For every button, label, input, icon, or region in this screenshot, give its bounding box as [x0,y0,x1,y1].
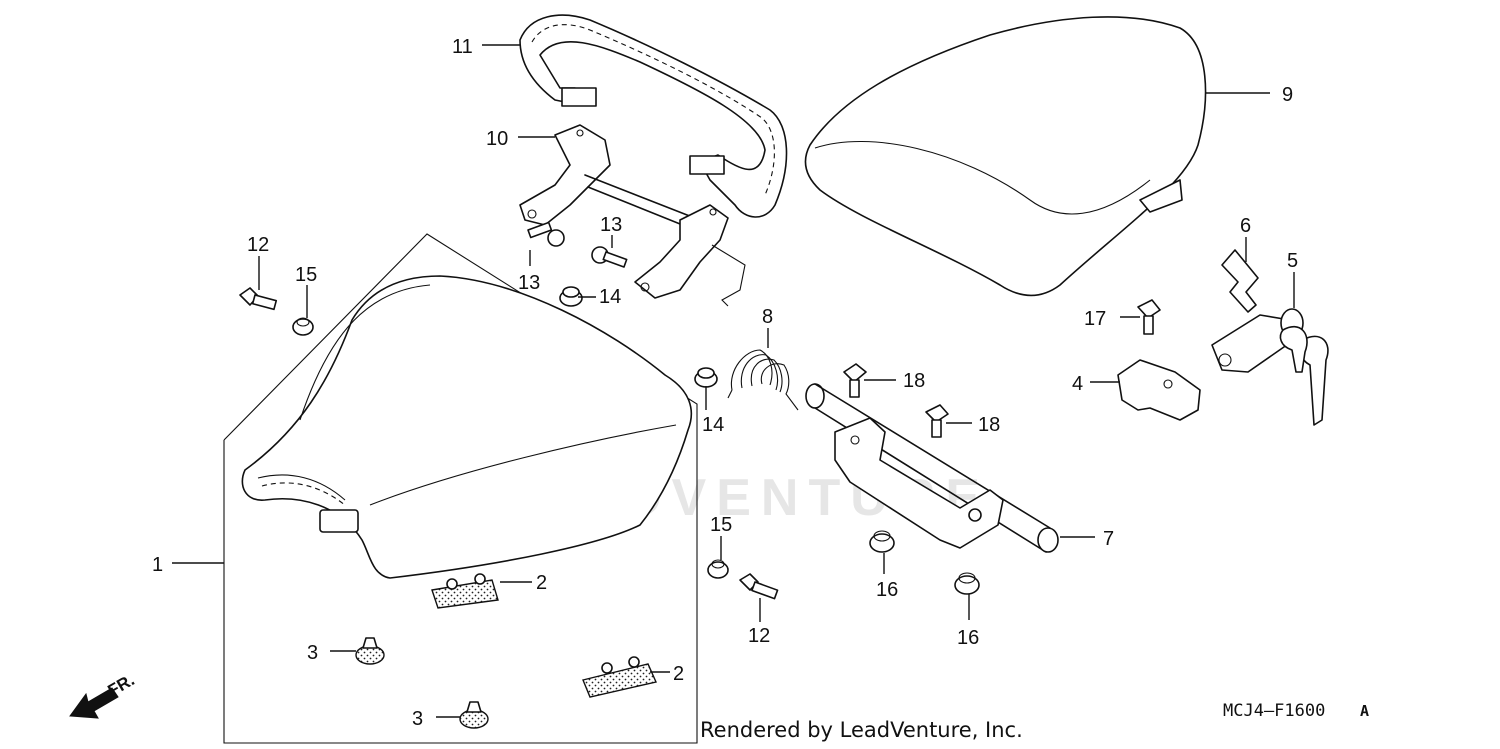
part-13-bolt-b[interactable] [591,246,628,268]
callout-17[interactable]: 17 [1084,308,1106,330]
part-18-bolt-b[interactable] [925,404,949,438]
callout-9[interactable]: 9 [1282,84,1293,106]
part-16-grommet-a[interactable] [869,530,895,553]
callout-13b[interactable]: 13 [600,214,622,236]
part-4-seat-latch[interactable] [1117,359,1201,421]
callout-13a[interactable]: 13 [518,272,540,294]
callout-16b[interactable]: 16 [957,627,979,649]
part-15-collar-b[interactable] [707,559,729,579]
part-14-nut-b[interactable] [694,367,718,388]
part-6-clip[interactable] [1221,249,1259,313]
callout-7[interactable]: 7 [1103,528,1114,550]
part-15-collar-a[interactable] [292,317,314,336]
diagram-code-suffix: A [1360,702,1369,720]
callout-2a[interactable]: 2 [536,572,547,594]
part-2-seat-pad-b[interactable] [582,656,657,698]
part-9-rear-seat-cowl[interactable] [804,16,1207,297]
callout-4[interactable]: 4 [1072,373,1083,395]
part-14-nut-a[interactable] [559,286,583,307]
callout-labels: 1 2 2 3 3 4 5 6 7 8 9 10 11 12 12 13 13 … [152,36,1298,730]
part-3-cushion-a[interactable] [355,637,385,665]
part-7-hinge-bracket[interactable] [805,383,1059,553]
diagram-code: MCJ4—F1600 [1223,701,1325,721]
front-seat-group-outline [223,233,698,744]
callout-16a[interactable]: 16 [876,579,898,601]
part-13-bolt-a[interactable] [527,221,565,247]
part-3-cushion-b[interactable] [459,701,489,729]
callout-2b[interactable]: 2 [673,663,684,685]
callout-8[interactable]: 8 [762,306,773,328]
front-arrow-icon [69,687,119,719]
part-10-seat-bracket[interactable] [519,124,746,307]
callout-18b[interactable]: 18 [978,414,1000,436]
callout-10[interactable]: 10 [486,128,508,150]
callout-3b[interactable]: 3 [412,708,423,730]
callout-6[interactable]: 6 [1240,215,1251,237]
callout-1[interactable]: 1 [152,554,163,576]
callout-15b[interactable]: 15 [710,514,732,536]
callout-15a[interactable]: 15 [295,264,317,286]
part-16-grommet-b[interactable] [954,572,980,595]
front-direction-indicator: FR. [69,670,138,719]
part-2-seat-pad-a[interactable] [431,573,499,609]
part-1-front-seat[interactable] [241,275,693,579]
leader-lines [172,44,1295,718]
part-5-seat-lock[interactable] [1211,308,1329,426]
part-11-grab-strap[interactable] [519,14,788,218]
part-12-bolt-a[interactable] [239,287,278,311]
callout-18a[interactable]: 18 [903,370,925,392]
callout-12b[interactable]: 12 [748,625,770,647]
callout-5[interactable]: 5 [1287,250,1298,272]
callout-14b[interactable]: 14 [702,414,724,436]
part-8-spring[interactable] [727,349,799,411]
callout-11[interactable]: 11 [452,36,473,58]
footer-credit: Rendered by LeadVenture, Inc. [700,718,1023,742]
callout-14a[interactable]: 14 [599,286,621,308]
part-17-bolt[interactable] [1137,299,1161,335]
part-18-bolt-a[interactable] [843,363,867,398]
part-12-bolt-b[interactable] [739,573,779,600]
callout-12a[interactable]: 12 [247,234,269,256]
callout-3a[interactable]: 3 [307,642,318,664]
